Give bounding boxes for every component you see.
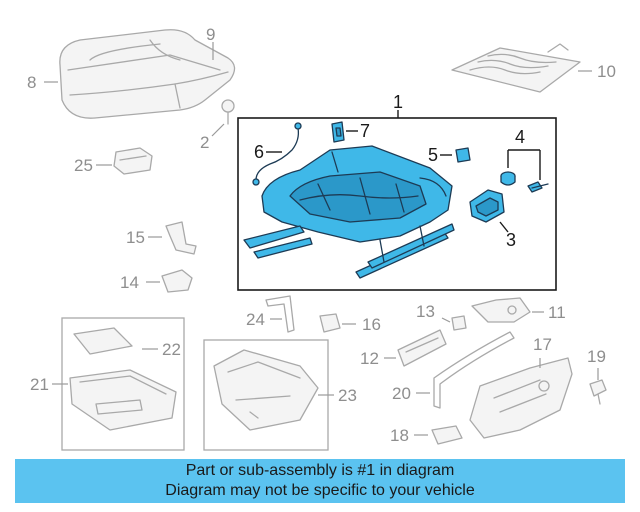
- callout-24: 24: [246, 310, 265, 329]
- callout-17: 17: [533, 335, 552, 354]
- callout-13: 13: [416, 302, 435, 321]
- part-7-clip: [331, 121, 345, 143]
- part-16-clip: [319, 313, 341, 333]
- callout-21: 21: [30, 375, 49, 394]
- callout-25: 25: [74, 156, 93, 175]
- callout-23: 23: [338, 386, 357, 405]
- part-23-storage-tray: [213, 349, 319, 431]
- banner-line-1: Part or sub-assembly is #1 in diagram: [185, 462, 455, 479]
- leader-3: [499, 221, 509, 233]
- part-18-clip: [431, 425, 463, 445]
- callout-6: 6: [254, 142, 264, 162]
- part-22-liner: [73, 327, 133, 355]
- part-14-clip: [161, 269, 193, 293]
- callout-5: 5: [428, 145, 438, 165]
- part-24-bracket: [265, 295, 295, 333]
- callout-15: 15: [126, 228, 145, 247]
- leader-4: [507, 149, 541, 180]
- part-6-cable: [252, 122, 302, 186]
- part-11-bracket: [471, 297, 531, 323]
- part-3-motor: [469, 189, 505, 223]
- callout-7: 7: [360, 121, 370, 141]
- part-17-side-shield: [469, 357, 573, 439]
- callout-11: 11: [548, 303, 566, 322]
- callout-4: 4: [515, 127, 525, 147]
- part-19-screw: [589, 379, 607, 405]
- seat-cushion-pad: [59, 29, 236, 119]
- part-21-tray: [69, 369, 177, 431]
- callout-19: 19: [587, 347, 606, 366]
- callout-2: 2: [200, 133, 209, 152]
- part-4-fasteners: [500, 171, 549, 193]
- part-25-bracket: [113, 147, 153, 175]
- callout-18: 18: [390, 426, 409, 445]
- part-20-wire: [433, 331, 515, 409]
- callout-16: 16: [362, 315, 381, 334]
- callout-20: 20: [392, 384, 411, 403]
- part-12-trim: [397, 329, 447, 367]
- callout-9: 9: [206, 25, 215, 44]
- callout-10: 10: [597, 62, 616, 81]
- assembly-box: [237, 117, 557, 291]
- part-13-clip: [451, 315, 467, 331]
- part-5-grommet: [455, 147, 471, 163]
- callout-14: 14: [120, 273, 139, 292]
- part-2-pin: [221, 99, 235, 125]
- leader-13: [441, 317, 451, 323]
- callout-1: 1: [393, 92, 403, 112]
- callout-8: 8: [27, 73, 36, 92]
- part-10-heater-mat: [451, 43, 581, 93]
- callout-12: 12: [360, 349, 379, 368]
- notice-banner: Part or sub-assembly is #1 in diagram Di…: [15, 459, 625, 503]
- banner-line-2: Diagram may not be specific to your vehi…: [165, 482, 475, 499]
- seat-frame-assembly: [243, 145, 455, 279]
- part-15-bracket: [165, 221, 197, 255]
- leader-2: [211, 123, 225, 137]
- callout-22: 22: [162, 340, 181, 359]
- callout-3: 3: [506, 230, 516, 250]
